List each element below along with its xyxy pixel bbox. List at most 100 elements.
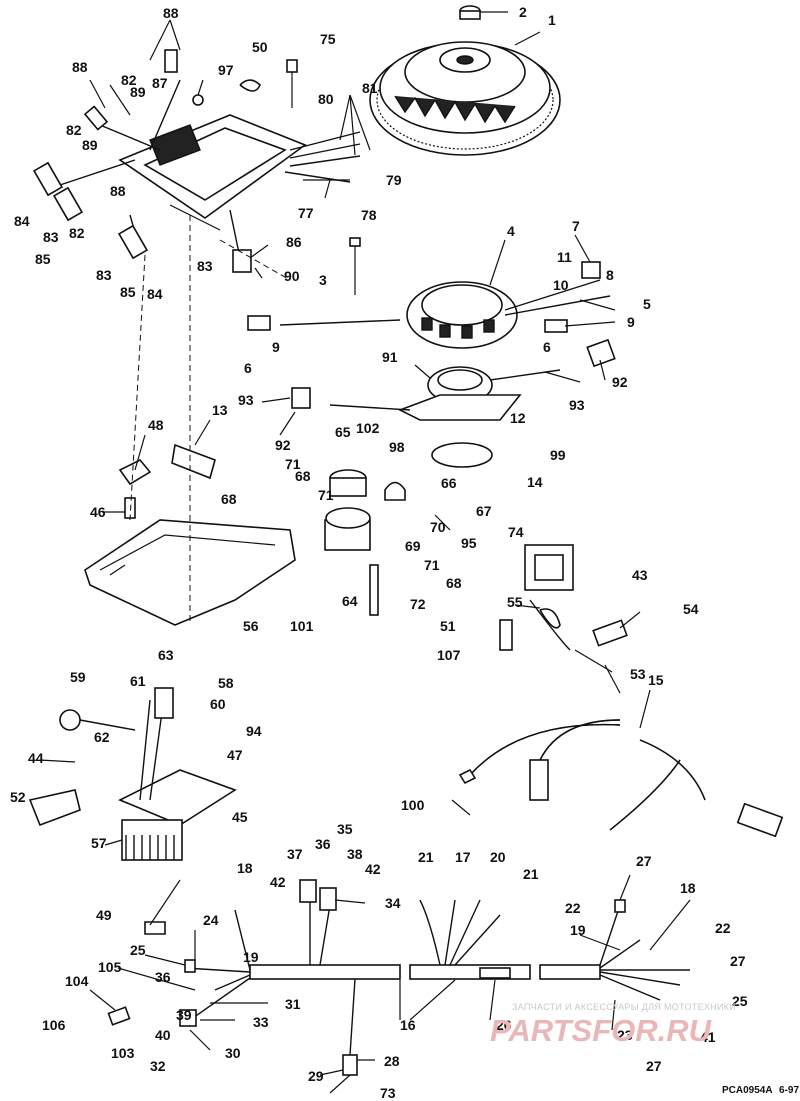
grommet-and-bolt: [192, 59, 298, 108]
callout-83-2: 83: [96, 267, 112, 283]
callout-41: 41: [700, 1029, 716, 1045]
callout-16: 16: [400, 1017, 416, 1033]
callout-50: 50: [252, 39, 268, 55]
callout-29: 29: [308, 1068, 324, 1084]
callout-11: 11: [557, 249, 572, 265]
callout-20: 20: [490, 849, 506, 865]
callout-9-1: 9: [272, 339, 280, 355]
callout-59: 59: [70, 669, 86, 685]
callout-4: 4: [507, 223, 515, 239]
callout-32: 32: [150, 1058, 166, 1074]
callout-15: 15: [648, 672, 664, 688]
callout-36-1: 36: [315, 836, 331, 852]
callout-36-2: 36: [155, 969, 171, 985]
callout-19-2: 19: [570, 922, 586, 938]
callout-38: 38: [347, 846, 363, 862]
callout-71-2: 71: [318, 487, 334, 503]
leader-lines: [39, 11, 691, 1094]
callout-106: 106: [42, 1017, 66, 1033]
callout-107: 107: [437, 647, 461, 663]
callout-85-2: 85: [120, 284, 136, 300]
callout-72: 72: [410, 596, 426, 612]
callout-58: 58: [218, 675, 234, 691]
callout-54: 54: [683, 601, 699, 617]
callout-88-3: 88: [110, 183, 126, 199]
callout-40: 40: [155, 1027, 171, 1043]
callout-27-3: 27: [646, 1058, 662, 1074]
callout-68-2: 68: [295, 468, 311, 484]
callout-82-3: 82: [69, 225, 85, 241]
callout-102: 102: [356, 420, 380, 436]
callout-21-2: 21: [523, 866, 539, 882]
callout-105: 105: [98, 959, 122, 975]
callout-49: 49: [96, 907, 112, 923]
callout-73: 73: [380, 1085, 396, 1101]
callout-94: 94: [246, 723, 262, 739]
callout-84-1: 84: [14, 213, 30, 229]
callout-70: 70: [430, 519, 446, 535]
callout-9-2: 9: [627, 314, 635, 330]
callout-30: 30: [225, 1045, 241, 1061]
callout-56: 56: [243, 618, 259, 634]
callout-93-2: 93: [569, 397, 585, 413]
callout-34: 34: [385, 895, 401, 911]
callout-89-2: 89: [82, 137, 98, 153]
callout-84-2: 84: [147, 286, 163, 302]
callout-12: 12: [510, 410, 526, 426]
callout-82-1: 82: [121, 72, 137, 88]
callout-55: 55: [507, 594, 523, 610]
callout-42-1: 42: [270, 874, 286, 890]
callout-21-1: 21: [418, 849, 434, 865]
callout-2: 2: [519, 4, 527, 20]
callout-37: 37: [287, 846, 303, 862]
callout-85-1: 85: [35, 251, 51, 267]
callout-74: 74: [508, 524, 524, 540]
callout-82-2: 82: [66, 122, 82, 138]
callout-1: 1: [548, 12, 556, 28]
callout-61: 61: [130, 673, 146, 689]
callout-6-2: 6: [543, 339, 551, 355]
flywheel: [369, 41, 561, 156]
callout-83-3: 83: [197, 258, 213, 274]
watermark-logo: PARTSFOR.RU: [490, 1013, 712, 1048]
callout-83-1: 83: [43, 229, 59, 245]
callout-45: 45: [232, 809, 248, 825]
callout-26: 26: [496, 1017, 512, 1033]
callout-17: 17: [455, 849, 471, 865]
callout-14: 14: [527, 474, 543, 490]
callout-66: 66: [441, 475, 457, 491]
callout-46: 46: [90, 504, 106, 520]
callout-68-3: 68: [446, 575, 462, 591]
callout-25-2: 25: [732, 993, 748, 1009]
callout-103: 103: [111, 1045, 135, 1061]
callout-31: 31: [285, 996, 301, 1012]
battery-cables: [458, 719, 784, 838]
callout-6-1: 6: [244, 360, 252, 376]
callout-101: 101: [290, 618, 314, 634]
callout-18-2: 18: [680, 880, 696, 896]
callout-100: 100: [401, 797, 425, 813]
callout-24: 24: [203, 912, 219, 928]
callout-90: 90: [284, 268, 300, 284]
callout-7: 7: [572, 218, 580, 234]
callout-51: 51: [440, 618, 456, 634]
callout-81: 81: [362, 80, 378, 96]
callout-80: 80: [318, 91, 334, 107]
callout-25-1: 25: [130, 942, 146, 958]
callout-22-1: 22: [565, 900, 581, 916]
callout-97: 97: [218, 62, 234, 78]
drawing-code: PCA0954A: [722, 1085, 773, 1096]
callout-10: 10: [553, 277, 569, 293]
callout-104: 104: [65, 973, 89, 989]
watermark-tagline: ЗАПЧАСТИ И АКСЕССУАРЫ ДЛЯ МОТОТЕХНИКИ: [512, 1002, 737, 1012]
callout-28: 28: [384, 1053, 400, 1069]
callout-65: 65: [335, 424, 351, 440]
callout-52: 52: [10, 789, 26, 805]
callout-91: 91: [382, 349, 398, 365]
callout-57: 57: [91, 835, 107, 851]
callout-88-2: 88: [72, 59, 88, 75]
callout-27-1: 27: [636, 853, 652, 869]
callout-77: 77: [298, 205, 314, 221]
callout-92-1: 92: [612, 374, 628, 390]
